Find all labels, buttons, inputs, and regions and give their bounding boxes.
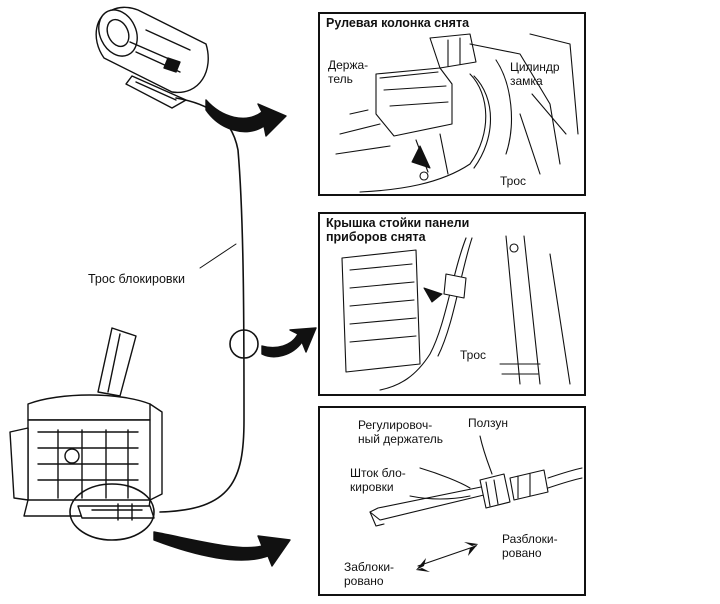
interlock-cable [159, 97, 245, 513]
panel-1-illustration [335, 33, 579, 193]
ignition-lock-cylinder [95, 6, 209, 109]
panel-2-cable-label: Трос [460, 348, 487, 362]
arrow-to-panel-1 [205, 99, 287, 137]
panel-adjustment-detail: Регулировоч- ный держатель Ползун Шток б… [318, 406, 586, 596]
shift-lever-assembly [9, 327, 163, 541]
panel-2-title: Крышка стойки панели приборов снята [326, 216, 470, 244]
panel-3-unlocked-label: Разблоки- ровано [502, 532, 558, 560]
arrow-to-panel-2 [261, 327, 317, 358]
panel-3-lock-rod-label: Шток бло- кировки [350, 466, 406, 494]
panel-3-adjusting-holder-label: Регулировоч- ный держатель [358, 418, 443, 446]
panel-2-illustration [341, 235, 571, 391]
interlock-cable-label: Трос блокировки [88, 272, 185, 286]
panel-1-title: Рулевая колонка снята [326, 16, 470, 30]
panel-3-locked-label: Заблоки- ровано [344, 560, 395, 588]
arrow-to-panel-3 [153, 531, 291, 567]
panel-1-lock-cylinder-label: Цилиндр замка [510, 60, 560, 88]
panel-steering-column-removed: Рулевая колонка снята Держа- тель Цилинд… [318, 12, 586, 196]
panel-dash-pillar-cover-removed: Крышка стойки панели приборов снята Трос [318, 212, 586, 396]
panel-3-illustration [369, 435, 583, 572]
panel-1-holder-label: Держа- тель [328, 58, 369, 86]
cable-detail-circle [229, 329, 259, 359]
panel-3-slider-label: Ползун [468, 416, 509, 430]
panel-1-cable-label: Трос [500, 174, 527, 188]
